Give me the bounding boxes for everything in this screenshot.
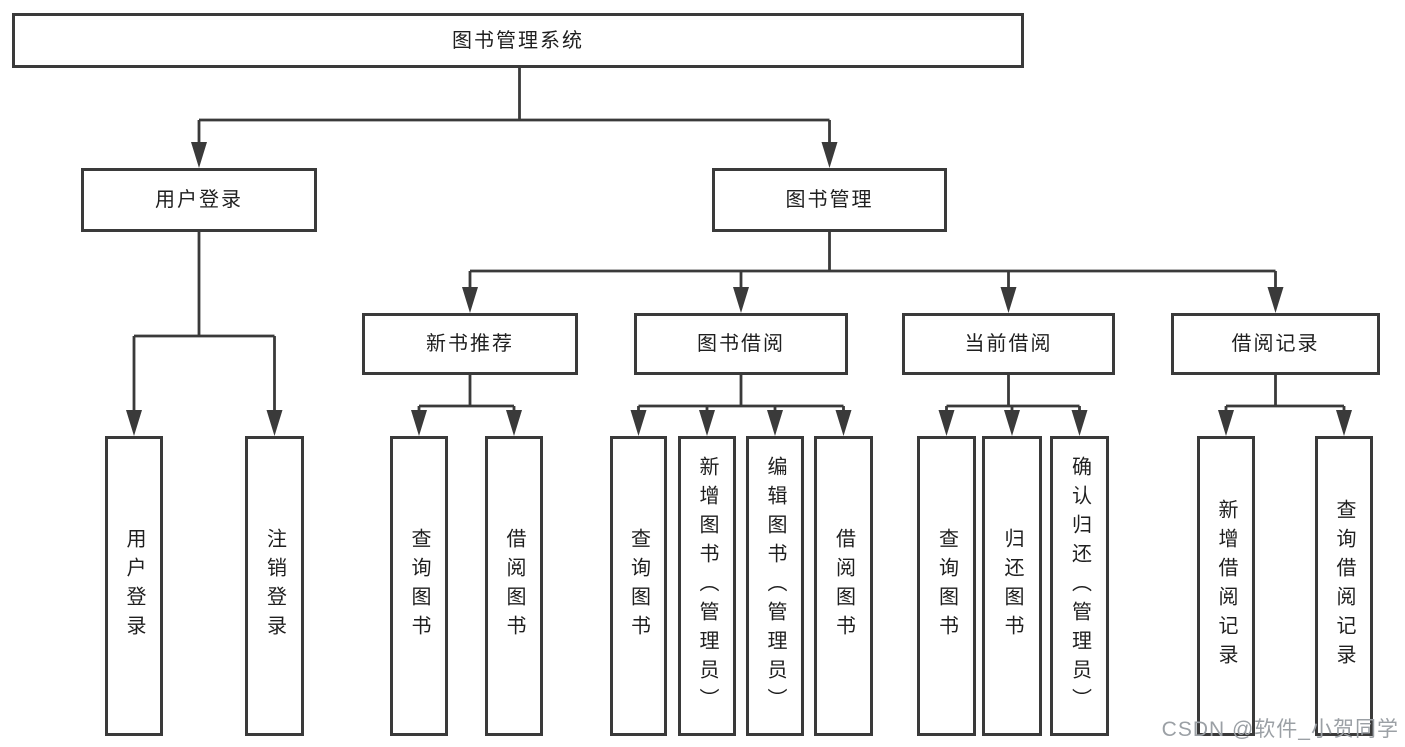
- node-current-borrowing: 当前借阅: [902, 313, 1115, 375]
- leaf-user-login: 用户登录: [105, 436, 163, 736]
- leaf-query-borrow-record: 查询借阅记录: [1315, 436, 1373, 736]
- leaf-confirm-return-admin: 确认归还（管理员）: [1050, 436, 1109, 736]
- node-book-borrowing: 图书借阅: [634, 313, 848, 375]
- csdn-watermark: CSDN @软件_小贺同学: [1161, 718, 1399, 741]
- node-borrowing-records: 借阅记录: [1171, 313, 1380, 375]
- leaf-borrow-books: 借阅图书: [814, 436, 873, 736]
- leaf-query-books-recommend: 查询图书: [390, 436, 448, 736]
- node-new-book-recommendation: 新书推荐: [362, 313, 578, 375]
- leaf-return-books: 归还图书: [982, 436, 1042, 736]
- leaf-edit-books-admin: 编辑图书（管理员）: [746, 436, 804, 736]
- node-library-management-system: 图书管理系统: [12, 13, 1024, 68]
- leaf-query-books-current: 查询图书: [917, 436, 976, 736]
- node-book-management: 图书管理: [712, 168, 947, 232]
- leaf-logout: 注销登录: [245, 436, 304, 736]
- leaf-borrow-books-recommend: 借阅图书: [485, 436, 543, 736]
- leaf-add-borrow-record: 新增借阅记录: [1197, 436, 1255, 736]
- node-user-login: 用户登录: [81, 168, 317, 232]
- leaf-add-books-admin: 新增图书（管理员）: [678, 436, 736, 736]
- leaf-query-books-borrow: 查询图书: [610, 436, 667, 736]
